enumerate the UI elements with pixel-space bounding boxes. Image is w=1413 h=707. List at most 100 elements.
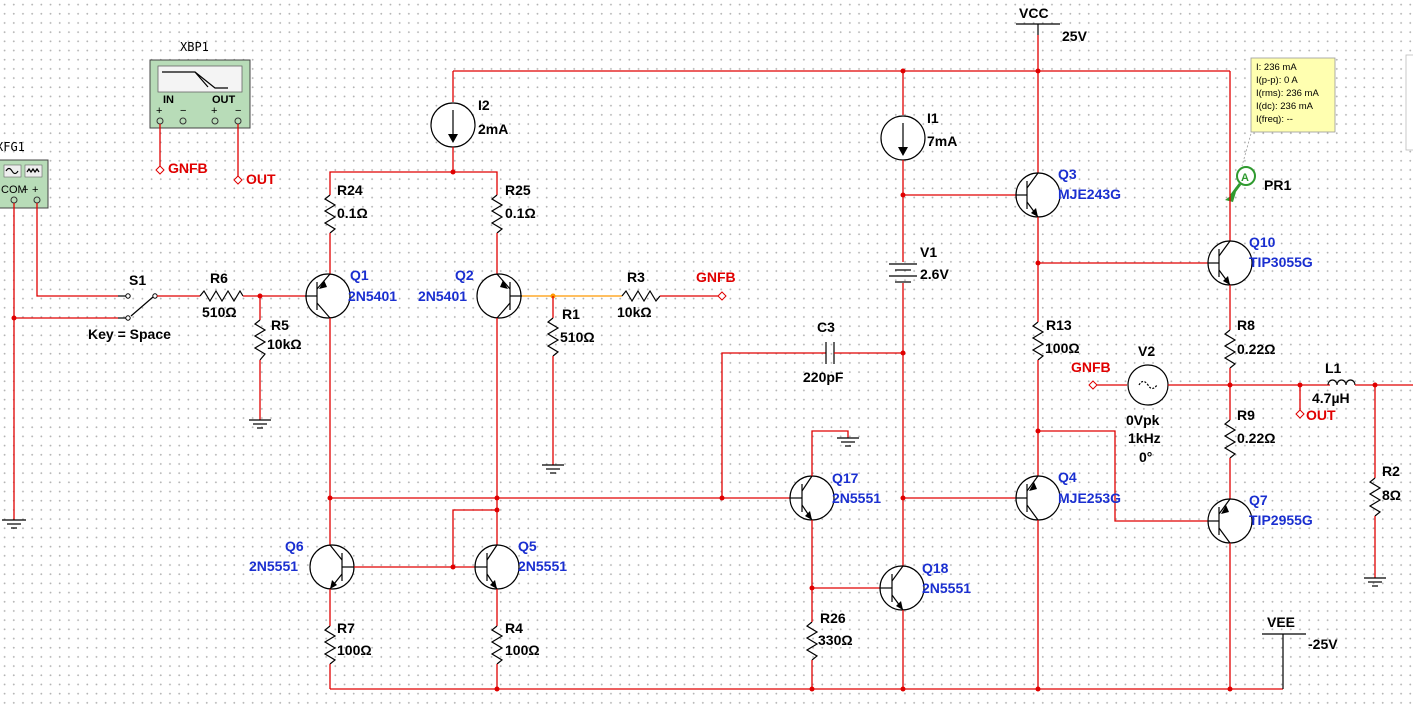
r13-value: 100Ω (1045, 340, 1080, 356)
net-label-gnfb-v2: GNFB (1071, 359, 1111, 375)
r24-value: 0.1Ω (337, 205, 368, 221)
v1-name: V1 (920, 244, 937, 260)
v2-name: V2 (1138, 343, 1155, 359)
r3-name: R3 (627, 269, 645, 285)
v1-value: 2.6V (920, 266, 949, 282)
pr1-name: PR1 (1264, 177, 1291, 193)
resistor-r5[interactable]: R5 10kΩ (253, 317, 302, 361)
q4-model: MJE253G (1058, 490, 1121, 506)
xbp1-pin3: + (211, 105, 217, 117)
resistor-r26[interactable]: R26 330Ω (805, 610, 853, 661)
xbp1-out-label: OUT (212, 94, 236, 106)
r26-value: 330Ω (818, 632, 853, 648)
r9-value: 0.22Ω (1237, 430, 1275, 446)
v2-amplitude: 0Vpk (1126, 412, 1160, 428)
transistor-q7[interactable]: Q7 TIP2955G (1207, 492, 1313, 544)
q2-name: Q2 (455, 267, 474, 283)
resistor-r4[interactable]: R4 100Ω (490, 620, 540, 665)
ground-r1 (542, 464, 564, 474)
q18-model: 2N5551 (922, 580, 971, 596)
resistor-r24[interactable]: R24 0.1Ω (323, 182, 368, 234)
q6-name: Q6 (285, 538, 304, 554)
capacitor-c3[interactable]: C3 220pF (803, 319, 844, 385)
probe-line-freq: I(freq): -- (1256, 114, 1293, 125)
resistor-r2[interactable]: R2 8Ω (1368, 463, 1401, 517)
r8-value: 0.22Ω (1237, 341, 1275, 357)
xfg1-pin-plus: + (32, 184, 38, 196)
q7-model: TIP2955G (1249, 512, 1313, 528)
resistor-r7[interactable]: R7 100Ω (323, 620, 372, 665)
switch-s1[interactable]: S1 Key = Space (88, 272, 171, 342)
v2-frequency: 1kHz (1128, 430, 1161, 446)
q1-model: 2N5401 (348, 288, 397, 304)
net-label-out-xbp: OUT (246, 171, 276, 187)
transistor-q6[interactable]: Q6 2N5551 (249, 538, 355, 590)
net-label-gnfb-r3: GNFB (696, 269, 736, 285)
current-source-i2[interactable]: I2 2mA (430, 97, 508, 148)
transistor-q17[interactable]: Q17 2N5551 (789, 470, 881, 521)
r2-value: 8Ω (1382, 487, 1401, 503)
xbp1-pin1: + (156, 105, 162, 117)
q3-name: Q3 (1058, 166, 1077, 182)
probe-line-current: I: 236 mA (1256, 62, 1297, 73)
probe-line-dc: I(dc): 236 mA (1256, 101, 1314, 112)
r7-value: 100Ω (337, 642, 372, 658)
resistor-r6[interactable]: R6 510Ω (199, 270, 244, 320)
current-source-i1[interactable]: I1 7mA (880, 110, 957, 161)
ground-xfg1 (2, 519, 26, 529)
q10-model: TIP3055G (1249, 254, 1313, 270)
xfg1-label: XFG1 (0, 140, 25, 154)
q17-model: 2N5551 (832, 490, 881, 506)
resistor-r13[interactable]: R13 100Ω (1031, 317, 1080, 361)
inductor-l1[interactable]: L1 4.7µH (1312, 360, 1356, 406)
ground-r2 (1364, 577, 1386, 587)
xbp1-pin4: − (235, 105, 241, 117)
r25-value: 0.1Ω (505, 205, 536, 221)
r8-name: R8 (1237, 317, 1255, 333)
function-generator-xfg1[interactable]: XFG1 COM − + (0, 140, 49, 209)
q6-model: 2N5551 (249, 558, 298, 574)
q4-name: Q4 (1058, 469, 1077, 485)
vee-value: -25V (1308, 636, 1338, 652)
r4-value: 100Ω (505, 642, 540, 658)
ac-source-v2[interactable]: V2 0Vpk 1kHz 0° (1126, 343, 1169, 465)
battery-v1[interactable]: V1 2.6V (889, 244, 949, 283)
xbp1-pin2: − (180, 105, 186, 117)
transistor-q10[interactable]: Q10 TIP3055G (1207, 234, 1313, 286)
i2-name: I2 (478, 97, 490, 113)
q10-name: Q10 (1249, 234, 1276, 250)
r3-value: 10kΩ (617, 304, 652, 320)
bode-plotter-xbp1[interactable]: XBP1 IN OUT + − + − (149, 40, 251, 129)
q2-model: 2N5401 (418, 288, 467, 304)
vcc-value: 25V (1062, 28, 1088, 44)
xbp1-label: XBP1 (180, 40, 209, 54)
q1-name: Q1 (350, 267, 369, 283)
q7-name: Q7 (1249, 492, 1268, 508)
xfg1-pin-minus: − (22, 184, 28, 196)
current-probe-pr1[interactable]: I: 236 mA I(p-p): 0 A I(rms): 236 mA I(d… (1225, 57, 1336, 202)
r1-name: R1 (562, 306, 580, 322)
transistor-q1[interactable]: Q1 2N5401 (305, 267, 397, 319)
r26-name: R26 (820, 610, 846, 626)
transistor-q4[interactable]: Q4 MJE253G (1015, 469, 1121, 521)
resistor-r8[interactable]: R8 0.22Ω (1223, 317, 1275, 369)
probe-line-pp: I(p-p): 0 A (1256, 75, 1298, 86)
resistor-r1[interactable]: R1 510Ω (546, 306, 595, 357)
transistor-q18[interactable]: Q18 2N5551 (879, 560, 971, 611)
probe-line-rms: I(rms): 236 mA (1256, 88, 1319, 99)
power-vcc: VCC 25V (1016, 5, 1088, 44)
transistor-q3[interactable]: Q3 MJE243G (1015, 166, 1121, 218)
transistor-q5[interactable]: Q5 2N5551 (474, 538, 567, 590)
c3-value: 220pF (803, 369, 844, 385)
q5-name: Q5 (518, 538, 537, 554)
r5-value: 10kΩ (267, 336, 302, 352)
resistor-r25[interactable]: R25 0.1Ω (490, 182, 536, 234)
r5-name: R5 (271, 317, 289, 333)
transistor-q2[interactable]: Q2 2N5401 (418, 267, 522, 319)
s1-key-note: Key = Space (88, 326, 171, 342)
q18-name: Q18 (922, 560, 949, 576)
resistor-r9[interactable]: R9 0.22Ω (1223, 407, 1275, 459)
resistor-r3[interactable]: R3 10kΩ (617, 269, 661, 320)
r13-name: R13 (1046, 317, 1072, 333)
r6-value: 510Ω (202, 304, 237, 320)
